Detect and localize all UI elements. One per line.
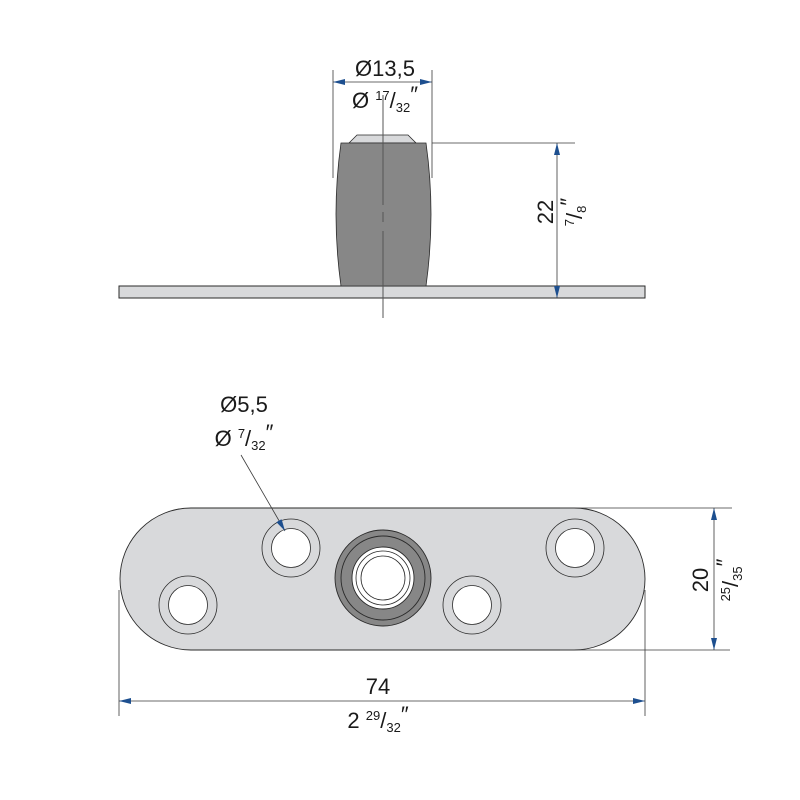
roller-bushing-top [334,529,432,627]
mounting-hole [442,575,502,635]
roller-height-metric: 22 [533,200,558,224]
plan-view: Ø5,5 Ø 7/32″ 20 25/35″ 74 2 29/32″ [118,392,745,735]
plate-width-imperial: 25/35″ [712,558,745,601]
roller-diameter-imperial: Ø 17/32″ [352,82,418,115]
roller-height-imperial: 7/8″ [556,198,589,227]
plate-length-metric: 74 [366,674,390,699]
hole-leader [240,454,286,532]
side-view: Ø13,5 Ø 17/32″ 22 7/8″ [118,56,646,318]
mounting-hole [261,518,321,578]
mounting-hole [545,518,605,578]
plate-length-imperial: 2 29/32″ [347,702,408,735]
plate-width-metric: 20 [688,568,713,592]
hole-diameter-imperial: Ø 7/32″ [215,420,274,453]
roller-diameter-metric: Ø13,5 [355,56,415,81]
mounting-hole [158,575,218,635]
hole-diameter-metric: Ø5,5 [220,392,268,417]
base-plate-side [118,285,646,299]
